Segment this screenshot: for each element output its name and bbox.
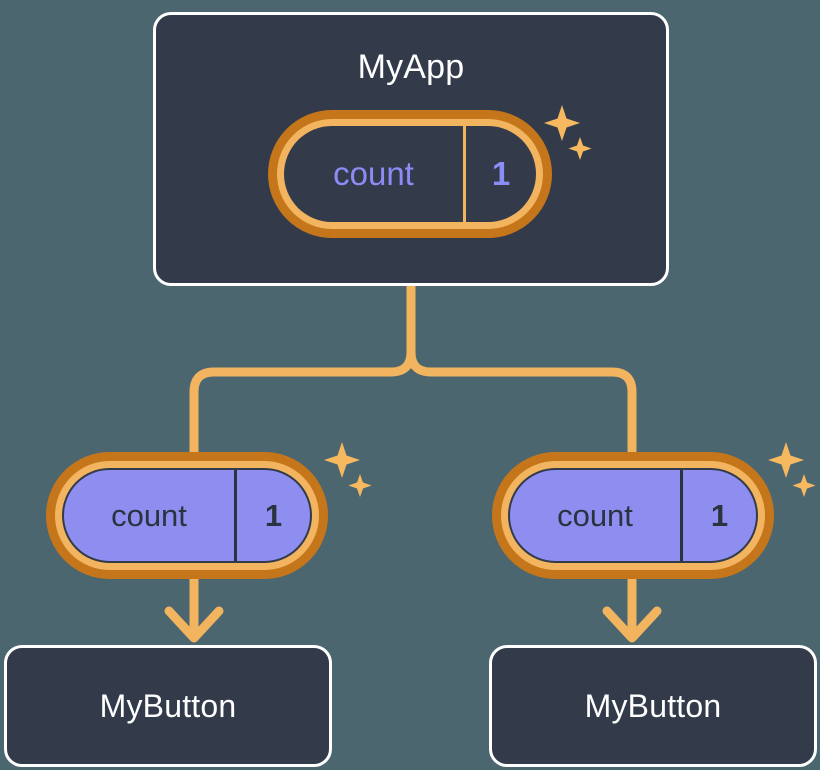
state-pill-left[interactable]: count 1 (46, 452, 328, 579)
state-value-label: 1 (463, 126, 536, 222)
component-title-myapp: MyApp (357, 48, 465, 86)
component-card-mybutton-left[interactable]: MyButton (4, 645, 332, 767)
state-value-label: 1 (234, 470, 310, 561)
arrow-left-state-to-button (164, 573, 224, 643)
edge-myapp-to-left-state (189, 281, 416, 460)
state-pill-myapp[interactable]: count 1 (268, 110, 552, 238)
component-card-mybutton-right[interactable]: MyButton (489, 645, 817, 767)
edge-myapp-to-right-state (406, 281, 637, 460)
component-title-mybutton: MyButton (584, 687, 722, 724)
state-key-label: count (111, 497, 187, 533)
state-pill-body: count 1 (62, 468, 312, 563)
state-pill-body: count 1 (284, 126, 536, 222)
state-pill-ring: count 1 (46, 452, 328, 579)
arrow-right-state-to-button (602, 573, 662, 643)
state-pill-body: count 1 (508, 468, 758, 563)
state-key-label: count (333, 155, 414, 192)
state-pill-ring: count 1 (268, 110, 552, 238)
state-value-label: 1 (680, 470, 756, 561)
state-pill-ring: count 1 (492, 452, 774, 579)
component-title-mybutton: MyButton (99, 687, 237, 724)
state-pill-right[interactable]: count 1 (492, 452, 774, 579)
state-key-label: count (557, 497, 633, 533)
